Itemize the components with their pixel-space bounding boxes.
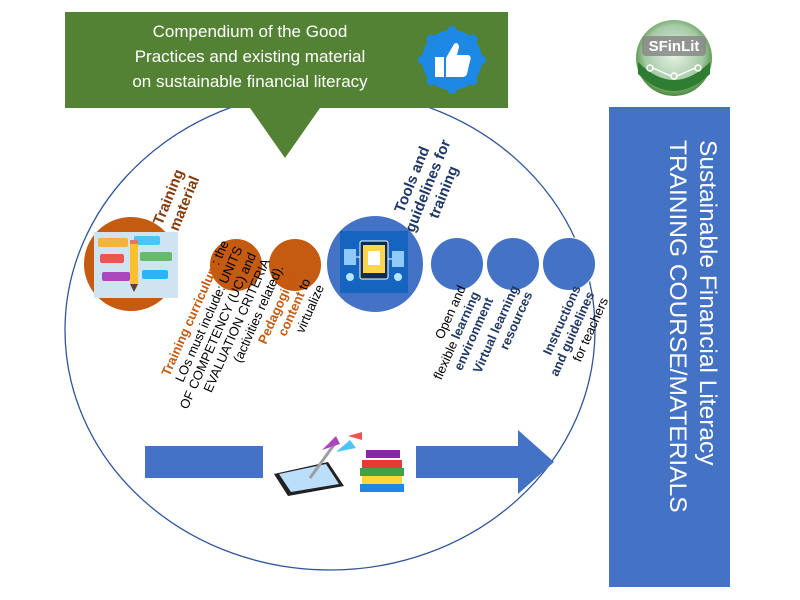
training-material-image [94,232,178,298]
panel-line-1: Sustainable Financial Literacy [694,140,721,466]
pedagogical-circle [268,238,322,292]
tools-devices-image [340,231,408,293]
logo-text: SFinLit [649,38,700,55]
training-course-panel [609,107,730,587]
banner-line-3: on sustainable financial literacy [132,72,368,91]
thumbs-up-icon [418,26,486,94]
bottom-arrow-right-body [416,446,518,478]
bottom-arrow-right-head [518,430,554,494]
banner-down-arrow [250,108,320,158]
curriculum-circle [209,238,263,292]
banner-line-1: Compendium of the Good [152,22,348,41]
bottom-arrow-left [145,446,263,478]
banner-line-2: Practices and existing material [134,47,366,66]
open-env-circle [430,237,484,291]
tablet-books-image [266,430,412,498]
panel-line-2: TRAINING COURSE/MATERIALS [664,140,691,513]
virtual-resources-circle [486,237,540,291]
sfinlit-logo: SFinLit [636,20,712,96]
instructions-circle [542,237,596,291]
